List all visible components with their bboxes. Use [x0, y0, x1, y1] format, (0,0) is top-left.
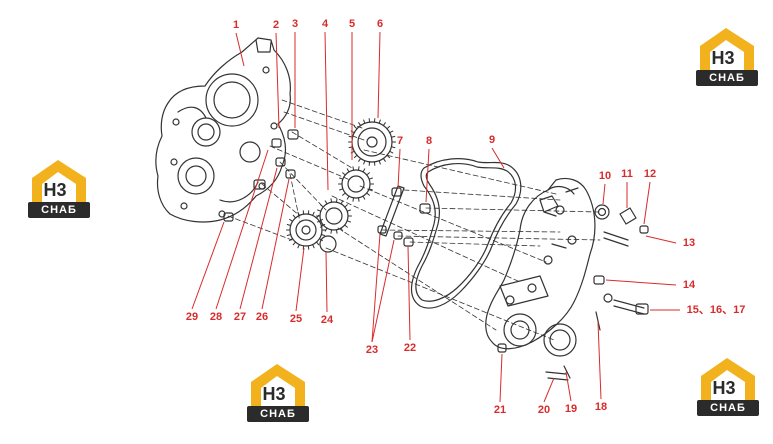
callout-6: 6 — [376, 18, 384, 30]
callout-27: 27 — [233, 311, 247, 323]
brand-logo-bottom-right: H3 CHAБ — [697, 356, 759, 418]
callout-25: 25 — [289, 313, 303, 325]
callout-2: 2 — [272, 19, 280, 31]
assembly-lines — [227, 99, 601, 341]
cover-studs — [543, 187, 579, 249]
logo-mark: H3 — [711, 48, 735, 68]
callout-3: 3 — [291, 18, 299, 30]
callout-19: 19 — [564, 403, 578, 415]
callout-1: 1 — [232, 19, 240, 31]
logo-mark: H3 — [712, 378, 736, 398]
callout-7: 7 — [396, 135, 404, 147]
callout-8: 8 — [425, 135, 433, 147]
callout-23: 23 — [365, 344, 379, 356]
callout-21: 21 — [493, 404, 507, 416]
logo-emblem-icon — [28, 160, 90, 218]
callout-10: 10 — [598, 170, 612, 182]
callout-leaders — [191, 31, 680, 403]
callout-29: 29 — [185, 311, 199, 323]
cover-fasteners — [497, 204, 649, 381]
logo-mark: H3 — [262, 384, 286, 404]
gear-housing — [155, 37, 291, 223]
callout-26: 26 — [255, 311, 269, 323]
logo-band-text: CHAБ — [260, 408, 296, 420]
callout-20: 20 — [537, 404, 551, 416]
callout-18: 18 — [594, 401, 608, 413]
callout-12: 12 — [643, 168, 657, 180]
logo-band-text: CHAБ — [710, 402, 746, 414]
callout-5: 5 — [348, 18, 356, 30]
callout-11: 11 — [621, 168, 633, 180]
logo-emblem-icon — [247, 364, 309, 422]
logo-band-text: CHAБ — [41, 204, 77, 216]
logo-band-text: CHAБ — [709, 72, 745, 84]
callout-22: 22 — [403, 342, 417, 354]
callout-24: 24 — [320, 314, 334, 326]
housing-fasteners — [223, 129, 299, 222]
front-timing-cover — [485, 177, 596, 350]
gear-teeth — [286, 118, 396, 250]
callout-15-16-17: 15、16、17 — [686, 304, 746, 316]
callout-28: 28 — [209, 311, 223, 323]
brand-logo-left: H3 CHAБ — [28, 158, 90, 220]
logo-emblem-icon — [696, 28, 758, 86]
gear-set — [289, 121, 393, 253]
callout-9: 9 — [488, 134, 496, 146]
callout-14: 14 — [682, 279, 696, 291]
callout-13: 13 — [682, 237, 696, 249]
logo-mark: H3 — [43, 180, 67, 200]
crankshaft-oil-seal — [543, 323, 577, 357]
logo-emblem-icon — [697, 358, 759, 416]
callout-4: 4 — [321, 18, 329, 30]
brand-logo-top-right: H3 CHAБ — [696, 26, 758, 88]
brand-logo-bottom-left: H3 CHAБ — [247, 362, 309, 424]
